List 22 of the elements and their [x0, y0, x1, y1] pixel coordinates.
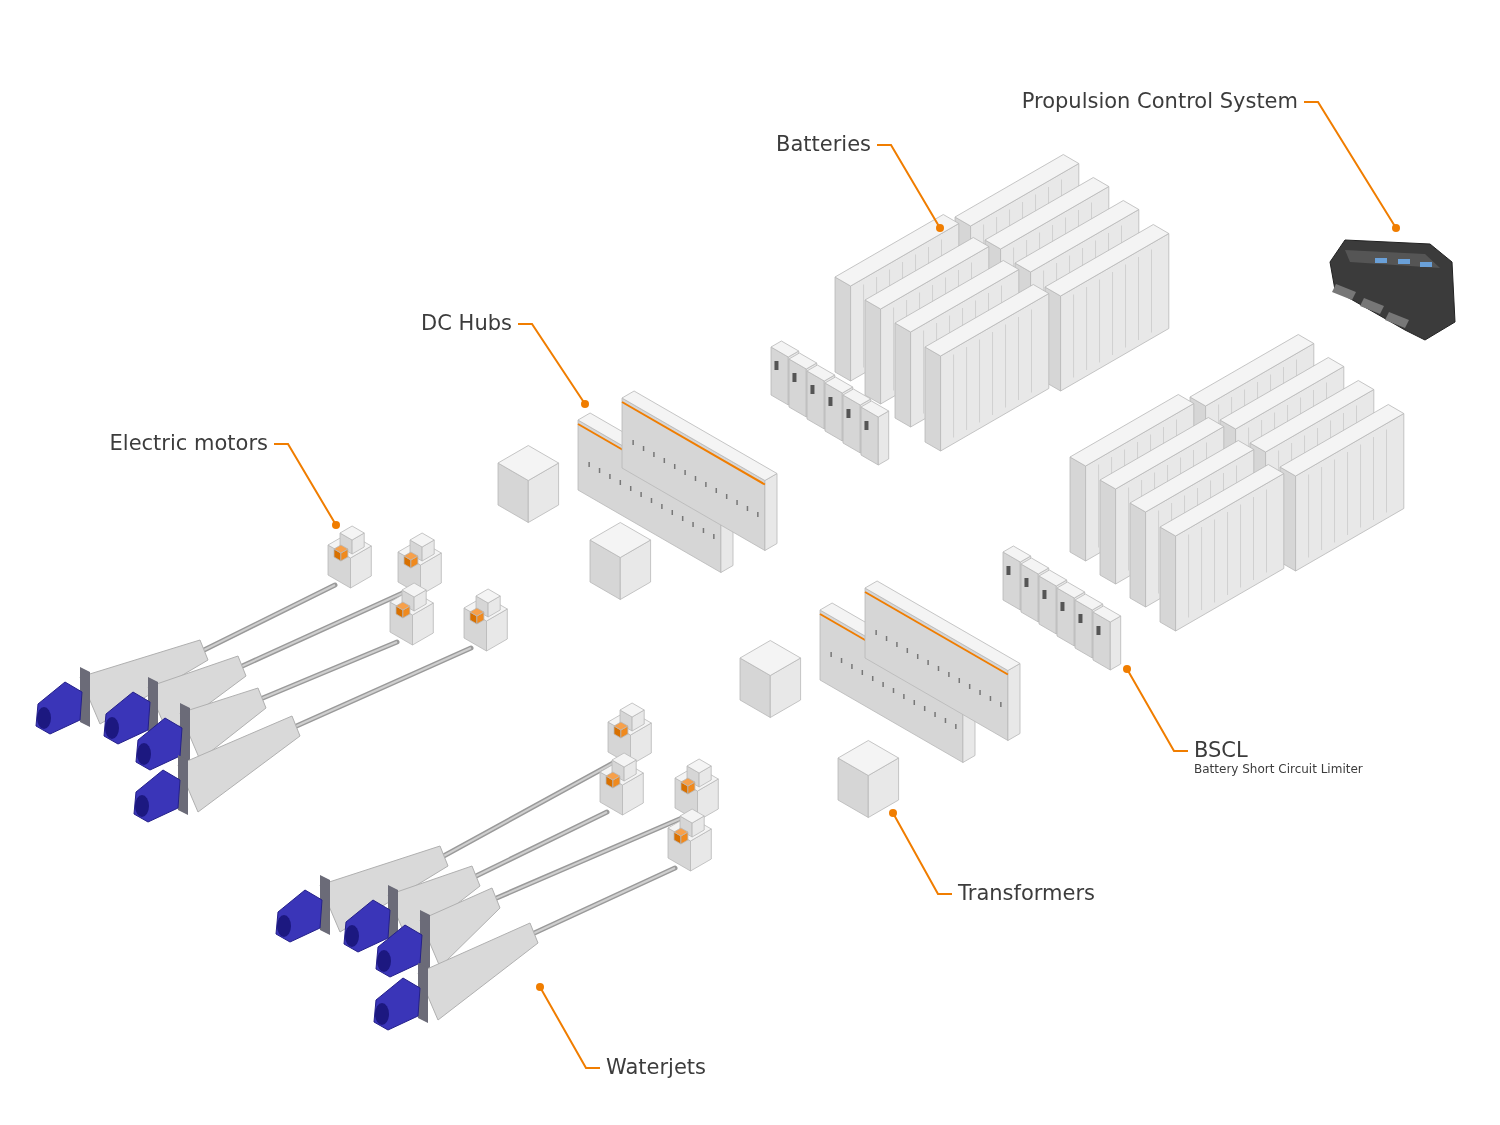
- dc-hub-pair-drawing: [577, 390, 778, 573]
- leader-line: [273, 443, 340, 529]
- leader-line: [1303, 101, 1400, 232]
- callout-label: Batteries: [776, 132, 871, 156]
- electric-motor-drawing: [327, 525, 372, 589]
- leader-line: [876, 144, 944, 232]
- callout-label: Propulsion Control System: [1021, 89, 1298, 113]
- waterjet-drawing: [373, 922, 539, 1031]
- callout-label: DC Hubs: [421, 311, 512, 335]
- callout-label: Electric motors: [109, 431, 268, 455]
- control-console-drawing: [1329, 239, 1456, 341]
- callout-label: BSCL: [1194, 738, 1249, 762]
- leader-line: [517, 323, 589, 408]
- callout-label: Transformers: [958, 881, 1095, 905]
- battery-bank-drawing: [834, 154, 1170, 452]
- leader-line: [889, 809, 953, 895]
- cabinet-row-drawing: [1002, 545, 1122, 671]
- leader-line: [1123, 665, 1189, 752]
- callout-subtitle: Battery Short Circuit Limiter: [1194, 762, 1363, 776]
- transformer-drawing: [837, 740, 899, 818]
- leader-line: [536, 983, 601, 1069]
- callout-label: Waterjets: [606, 1055, 706, 1079]
